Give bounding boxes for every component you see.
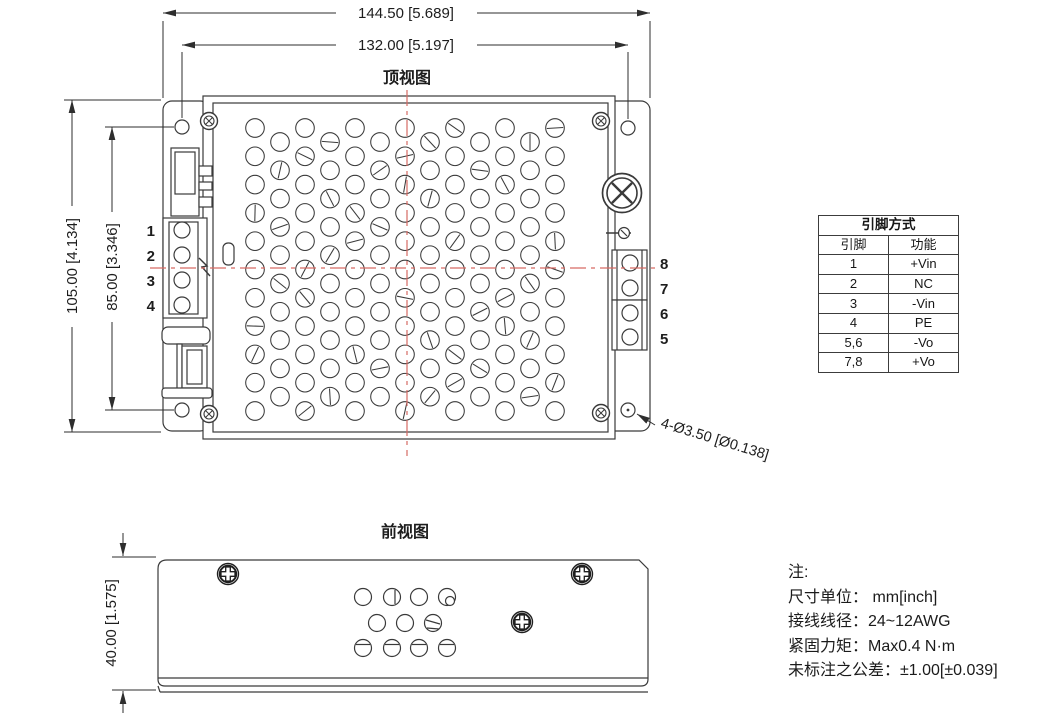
mounting-hole bbox=[174, 119, 190, 135]
note-line-units: 尺寸单位： mm[inch] bbox=[788, 588, 938, 606]
table-row: 1 +Vin bbox=[818, 254, 959, 275]
front-view-title: 前视图 bbox=[381, 522, 429, 541]
relay-component bbox=[161, 326, 213, 399]
dim-overall-width: 144.50 [5.689] bbox=[358, 5, 454, 22]
vent-holes bbox=[245, 118, 565, 421]
table-row: 7,8 +Vo bbox=[818, 352, 959, 373]
notes-block: 注: 尺寸单位： mm[inch] 接线线径：24~12AWG 紧固力矩：Max… bbox=[788, 561, 998, 684]
corner-screw-icon bbox=[199, 111, 219, 131]
mounting-hole-center bbox=[626, 408, 630, 412]
pin-cell: 2 bbox=[818, 273, 889, 295]
function-cell: PE bbox=[888, 312, 959, 334]
corner-screw-icon bbox=[591, 403, 611, 423]
pin-cell: 3 bbox=[818, 293, 889, 314]
output-terminal-block bbox=[611, 249, 648, 351]
centerlines bbox=[150, 90, 658, 456]
dim-front-height: 40.00 [1.575] bbox=[103, 579, 120, 667]
front-view: 前视图 40.00 [1.575] bbox=[103, 522, 649, 713]
note-line-wire-gauge: 接线线径：24~12AWG bbox=[788, 613, 951, 630]
pin-label-7: 7 bbox=[660, 281, 668, 298]
phillips-screw-icon bbox=[570, 562, 594, 586]
note-line-tolerance: 未标注之公差：±1.00[±0.039] bbox=[788, 662, 998, 679]
pin-label-8: 8 bbox=[660, 256, 668, 273]
dim-hole-spacing-width: 132.00 [5.197] bbox=[358, 37, 454, 54]
table-row: 2 NC bbox=[818, 273, 959, 295]
corner-screw-icon bbox=[199, 404, 219, 424]
pin-cell: 1 bbox=[818, 254, 889, 275]
dimension-front-height bbox=[112, 533, 156, 713]
function-cell: +Vin bbox=[888, 254, 959, 275]
function-cell: -Vo bbox=[888, 332, 959, 354]
dim-hole-spacing-height: 85.00 [3.346] bbox=[104, 223, 121, 311]
pin-label-3: 3 bbox=[147, 273, 155, 290]
pin-table-title: 引脚方式 bbox=[818, 215, 959, 236]
cover-slot bbox=[222, 242, 235, 266]
mounting-hole-callout: 4-Ø3.50 [Ø0.138] bbox=[659, 416, 771, 464]
top-view-title: 顶视图 bbox=[383, 68, 431, 87]
pin-cell: 7,8 bbox=[818, 352, 889, 373]
top-view: 顶视图 144.50 [5.689] 132.00 [5.197] 105.00… bbox=[64, 5, 771, 464]
mounting-hole bbox=[620, 120, 636, 136]
pin-label-2: 2 bbox=[147, 248, 155, 265]
phillips-screw-icon bbox=[216, 562, 240, 586]
fuse-holder bbox=[170, 147, 200, 217]
dim-overall-height: 105.00 [4.134] bbox=[64, 218, 81, 314]
pin-table-header-function: 功能 bbox=[888, 234, 959, 256]
pin-label-5: 5 bbox=[660, 331, 668, 348]
note-line-torque: 紧固力矩：Max0.4 N·m bbox=[788, 637, 956, 655]
potentiometer-icon bbox=[601, 172, 643, 214]
function-cell: -Vin bbox=[888, 293, 959, 314]
function-cell: +Vo bbox=[888, 352, 959, 373]
corner-screw-icon bbox=[591, 111, 611, 131]
connector-tabs bbox=[198, 165, 213, 208]
dimension-lines bbox=[64, 9, 656, 433]
table-row: 4 PE bbox=[818, 312, 959, 334]
wire-mark bbox=[198, 257, 211, 277]
pin-label-1: 1 bbox=[147, 223, 155, 240]
pin-function-table: 引脚方式 引脚 功能 1 +Vin 2 NC 3 -Vin 4 PE 5,6 -… bbox=[818, 215, 959, 373]
pin-label-6: 6 bbox=[660, 306, 668, 323]
function-cell: NC bbox=[888, 273, 959, 295]
pin-table-header-pin: 引脚 bbox=[818, 234, 889, 256]
ground-screw-icon bbox=[606, 226, 631, 240]
pin-cell: 4 bbox=[818, 312, 889, 334]
mounting-hole bbox=[174, 402, 190, 418]
notes-label: 注: bbox=[788, 564, 809, 581]
phillips-screw-icon bbox=[510, 610, 534, 634]
pin-cell: 5,6 bbox=[818, 332, 889, 354]
pin-label-4: 4 bbox=[147, 298, 156, 315]
table-row: 5,6 -Vo bbox=[818, 332, 959, 354]
front-vent-holes bbox=[353, 587, 457, 658]
table-row: 3 -Vin bbox=[818, 293, 959, 314]
